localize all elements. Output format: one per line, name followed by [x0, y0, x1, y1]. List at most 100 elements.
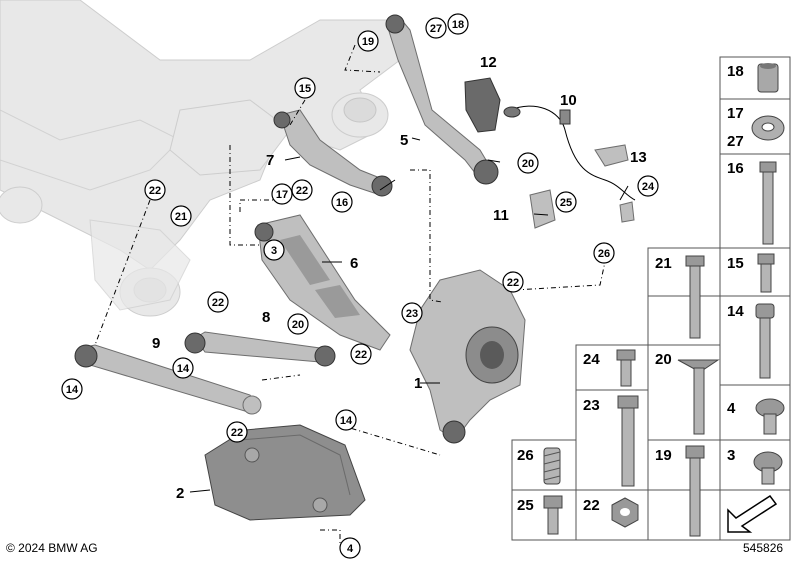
nut-3-icon [753, 451, 783, 485]
track-rod-8 [184, 331, 336, 367]
callout-14-b[interactable]: 14 [172, 357, 194, 379]
svg-text:26: 26 [598, 248, 610, 260]
svg-text:22: 22 [149, 185, 161, 197]
bolt-15-icon [757, 253, 775, 293]
svg-text:15: 15 [299, 83, 311, 95]
callout-22-d[interactable]: 22 [207, 291, 229, 313]
svg-text:19: 19 [362, 36, 374, 48]
callout-4[interactable]: 4 [339, 537, 361, 559]
callout-16[interactable]: 16 [331, 191, 353, 213]
svg-text:4: 4 [347, 543, 354, 555]
callout-20-b[interactable]: 20 [287, 313, 309, 335]
table-label-14: 14 [727, 303, 744, 320]
svg-text:14: 14 [177, 363, 190, 375]
svg-text:21: 21 [175, 211, 187, 223]
table-label-27: 27 [727, 133, 744, 150]
sensor-cable-10 [503, 105, 636, 201]
callout-24[interactable]: 24 [637, 175, 659, 197]
leader-lines [94, 44, 629, 548]
callout-25[interactable]: 25 [555, 191, 577, 213]
callout-20-a[interactable]: 20 [517, 152, 539, 174]
part-label-6[interactable]: 6 [350, 255, 358, 272]
part-label-2[interactable]: 2 [176, 485, 184, 502]
table-label-21: 21 [655, 255, 672, 272]
bolt-16-icon [759, 161, 777, 245]
svg-text:27: 27 [430, 23, 442, 35]
svg-text:14: 14 [340, 415, 353, 427]
part-label-10[interactable]: 10 [560, 92, 577, 109]
svg-text:18: 18 [452, 19, 464, 31]
table-label-18: 18 [727, 63, 744, 80]
bolt-24-icon [616, 349, 636, 387]
svg-text:23: 23 [406, 308, 418, 320]
callout-14-a[interactable]: 14 [61, 378, 83, 400]
table-label-16: 16 [727, 160, 744, 177]
callout-15[interactable]: 15 [294, 77, 316, 99]
svg-text:24: 24 [642, 181, 655, 193]
callout-14-c[interactable]: 14 [335, 409, 357, 431]
callout-17[interactable]: 17 [271, 183, 293, 205]
copyright-text: © 2024 BMW AG [6, 541, 98, 555]
svg-text:20: 20 [292, 319, 304, 331]
svg-text:22: 22 [231, 427, 243, 439]
svg-text:3: 3 [271, 245, 277, 257]
nut-4-icon [755, 398, 785, 435]
svg-text:14: 14 [66, 384, 79, 396]
part-label-13[interactable]: 13 [630, 149, 647, 166]
svg-text:22: 22 [355, 349, 367, 361]
part-label-12[interactable]: 12 [480, 54, 497, 71]
control-arm-9 [74, 344, 262, 415]
spring-pin-26-icon [543, 447, 561, 485]
table-cell-21-lower [647, 295, 721, 346]
svg-text:22: 22 [212, 297, 224, 309]
callout-22-e[interactable]: 22 [350, 343, 372, 365]
bolt-14-icon [755, 303, 775, 379]
svg-text:17: 17 [276, 189, 288, 201]
part-label-1[interactable]: 1 [414, 375, 422, 392]
table-cell-21[interactable] [647, 247, 721, 297]
bolt-21-icon [685, 255, 705, 339]
direction-arrow-icon [727, 494, 778, 533]
callout-22-a[interactable]: 22 [291, 179, 313, 201]
sensor-24 [619, 201, 635, 223]
table-cell-24[interactable] [575, 344, 649, 391]
bracket-12 [464, 77, 501, 133]
callout-3[interactable]: 3 [263, 239, 285, 261]
part-label-7[interactable]: 7 [266, 152, 274, 169]
table-label-24: 24 [583, 351, 600, 368]
callout-22-f[interactable]: 22 [226, 421, 248, 443]
callout-22-c[interactable]: 22 [502, 271, 524, 293]
part-label-5[interactable]: 5 [400, 132, 408, 149]
table-label-23: 23 [583, 397, 600, 414]
bolt-25-icon [543, 495, 563, 535]
part-label-8[interactable]: 8 [262, 309, 270, 326]
bolt-19-icon [685, 445, 705, 537]
nut-18-icon [757, 63, 779, 93]
svg-text:25: 25 [560, 197, 572, 209]
table-cell-19[interactable] [647, 439, 721, 491]
callout-26[interactable]: 26 [593, 242, 615, 264]
svg-text:16: 16 [336, 197, 348, 209]
callout-19[interactable]: 19 [357, 30, 379, 52]
callout-23[interactable]: 23 [401, 302, 423, 324]
callout-18[interactable]: 18 [447, 13, 469, 35]
washer-17-icon [751, 115, 785, 141]
table-cell-16[interactable] [719, 153, 791, 249]
callout-27[interactable]: 27 [425, 17, 447, 39]
svg-text:22: 22 [507, 277, 519, 289]
table-cell-19-lower [647, 489, 721, 541]
callout-22-b[interactable]: 22 [144, 179, 166, 201]
bracket-11 [529, 189, 556, 229]
table-cell-14[interactable] [719, 295, 791, 386]
part-label-11[interactable]: 11 [493, 207, 509, 224]
wheel-carrier-1 [409, 269, 526, 444]
table-label-19: 19 [655, 447, 672, 464]
part-label-9[interactable]: 9 [152, 335, 160, 352]
table-label-3: 3 [727, 447, 735, 464]
svg-text:20: 20 [522, 158, 534, 170]
parts-table: 18 17 27 16 21 15 14 24 20 4 23 26 19 3 … [511, 56, 791, 541]
callout-21[interactable]: 21 [170, 205, 192, 227]
bolt-23-icon [617, 395, 639, 487]
table-label-25: 25 [517, 497, 534, 514]
